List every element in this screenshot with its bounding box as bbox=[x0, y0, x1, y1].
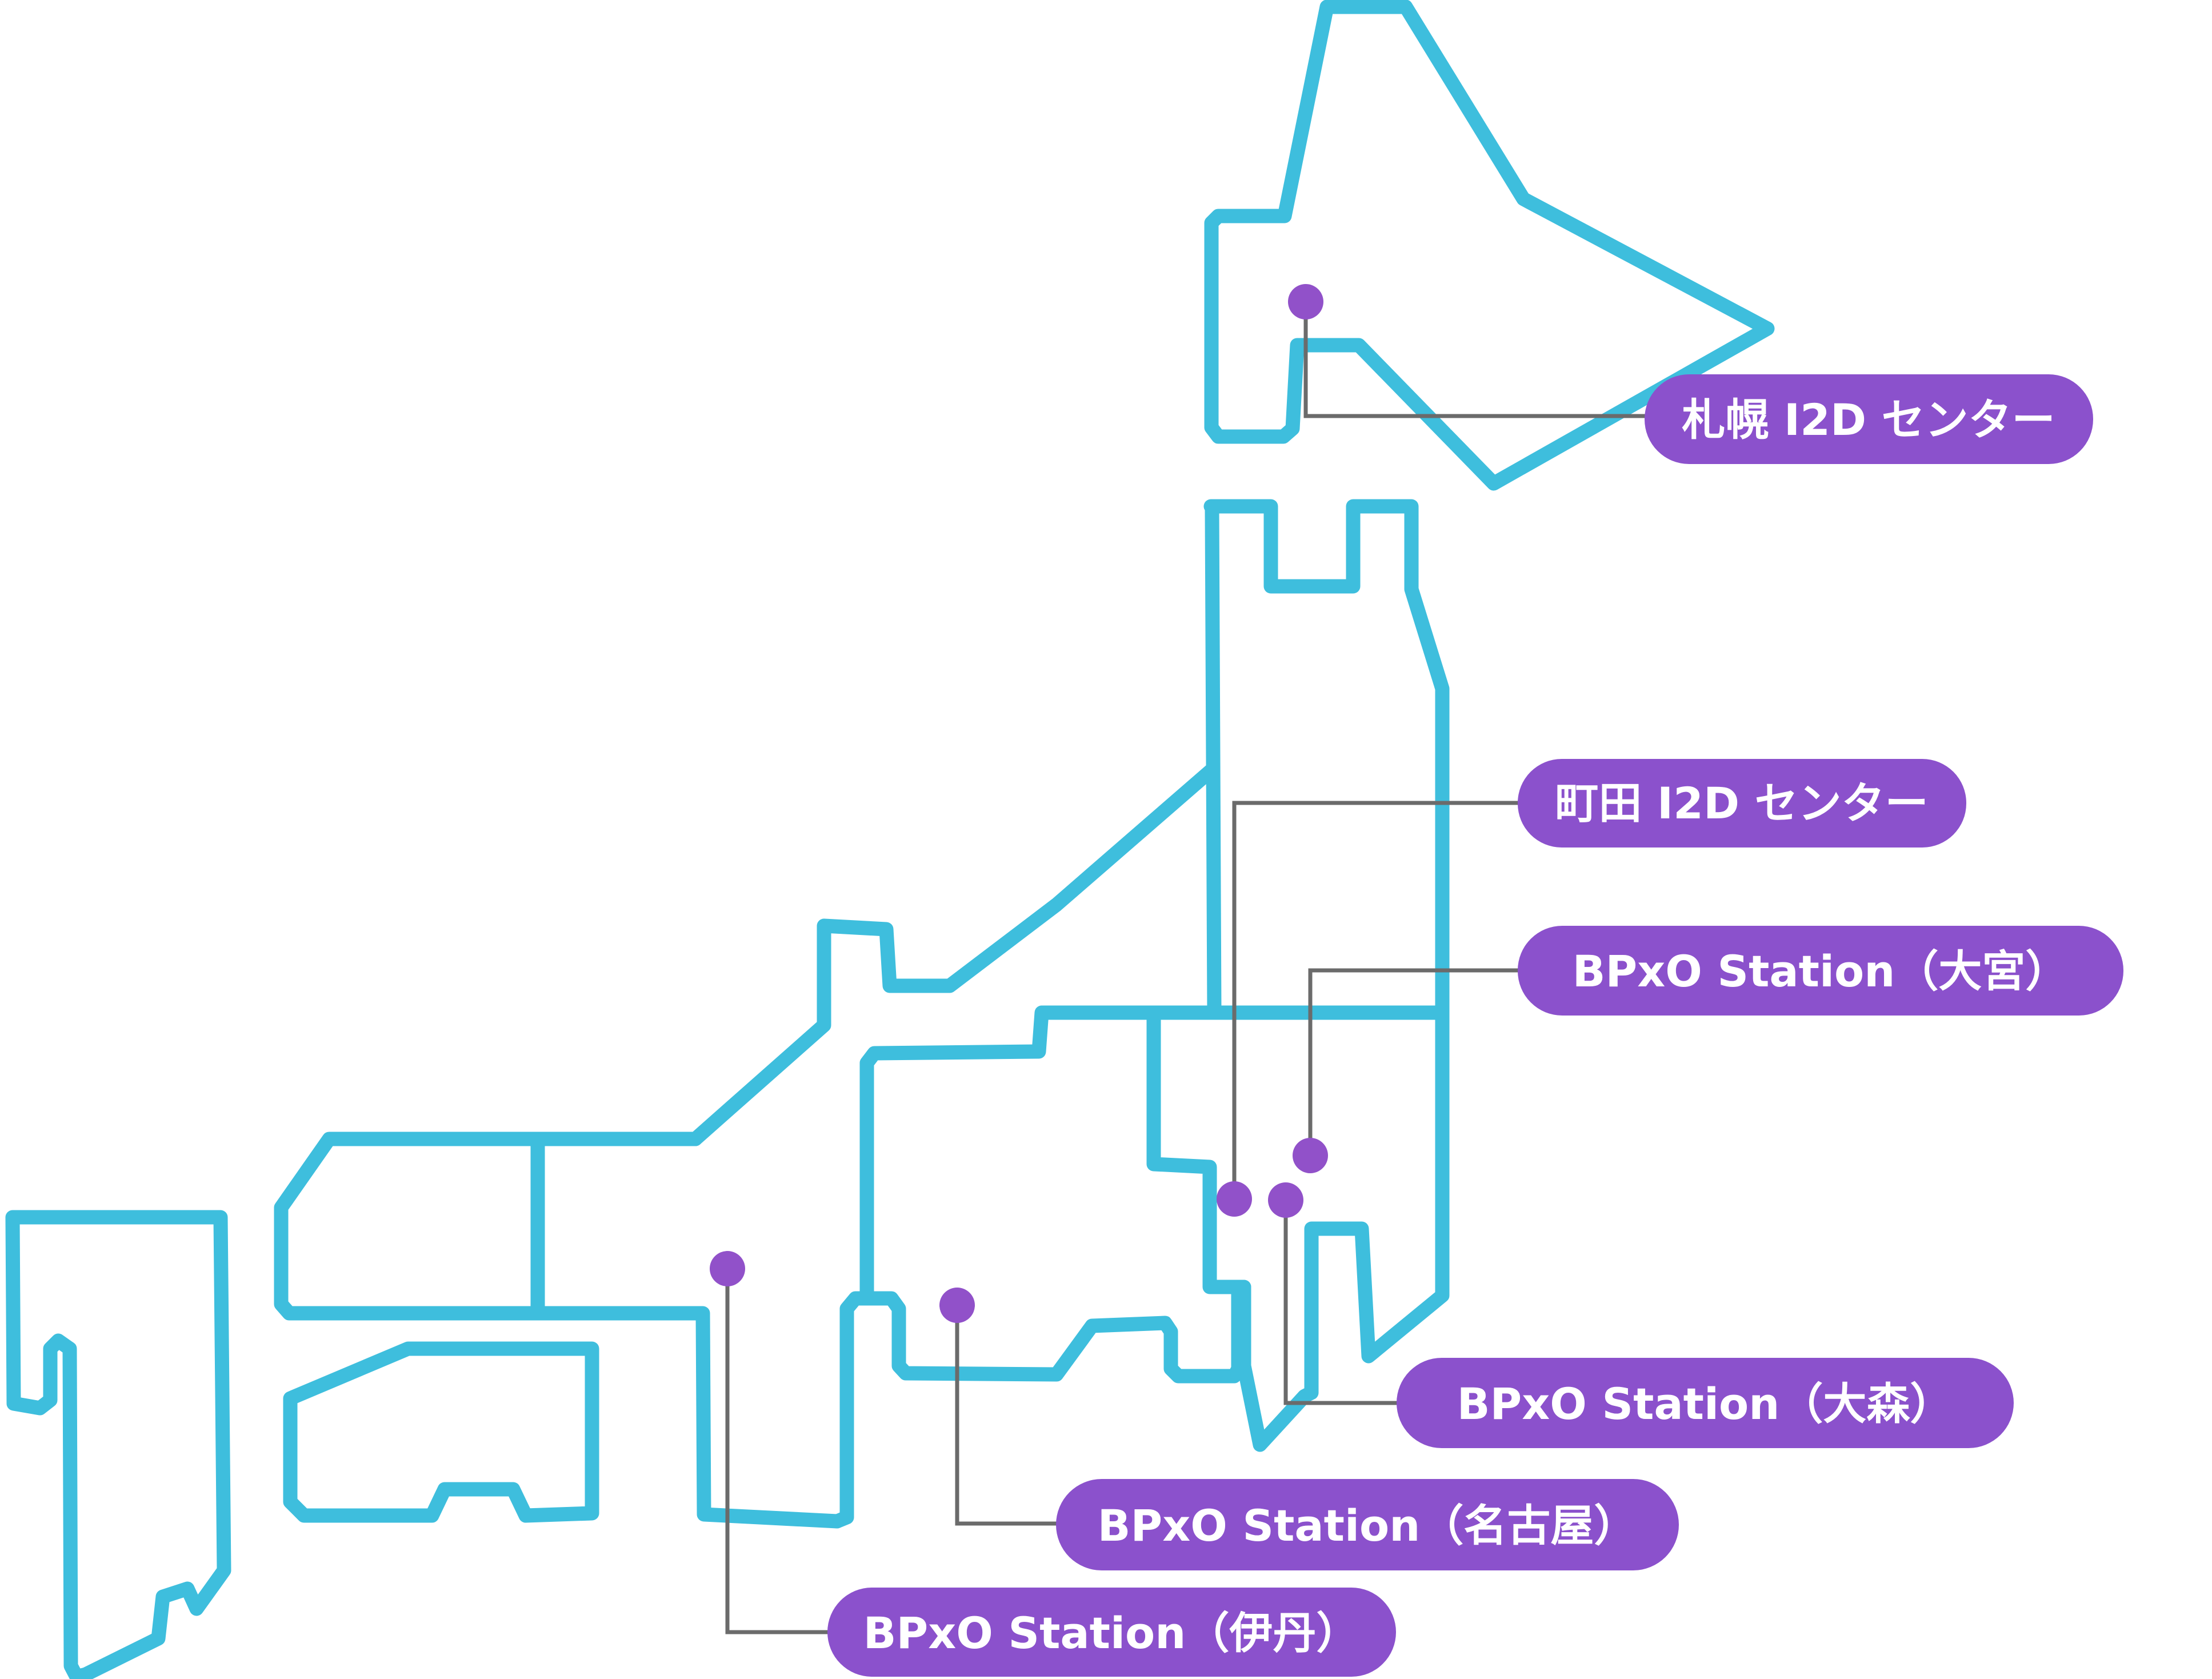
tohoku-kanto-coast bbox=[1146, 499, 1450, 1452]
connector-omori bbox=[1283, 1201, 1398, 1405]
kansai-chubu-border bbox=[859, 1005, 1049, 1302]
tohoku-west-border bbox=[1205, 501, 1222, 1019]
marker-machida bbox=[1217, 1181, 1252, 1217]
connector-nagoya bbox=[955, 1306, 1057, 1526]
pill-omori-bg bbox=[1397, 1358, 2014, 1448]
pill-omiya: BPxO Station（大宮） bbox=[1518, 926, 2123, 1016]
location-markers bbox=[710, 284, 1328, 1323]
pill-omori: BPxO Station（大森） bbox=[1397, 1358, 2014, 1448]
kyushu-outline bbox=[5, 1210, 231, 1679]
pill-nagoya: BPxO Station（名古屋） bbox=[1056, 1479, 1679, 1570]
pill-machida-label: 町田 I2D センター bbox=[1555, 778, 1928, 829]
tokai-coast bbox=[830, 1280, 1251, 1529]
hokkaido-outline bbox=[1204, 0, 1775, 491]
pill-nagoya-bg bbox=[1056, 1479, 1679, 1570]
marker-omiya bbox=[1293, 1138, 1328, 1173]
connector-lines bbox=[725, 311, 1646, 1634]
pill-sapporo-label: 札幌 I2D センター bbox=[1682, 394, 2055, 445]
chugoku-outline bbox=[274, 1132, 845, 1529]
pill-sapporo-bg bbox=[1645, 374, 2093, 464]
pill-itami-bg bbox=[827, 1588, 1396, 1677]
pill-itami-label: BPxO Station（伊丹） bbox=[863, 1608, 1360, 1658]
pill-omiya-bg bbox=[1518, 926, 2123, 1016]
japan-map-outline bbox=[5, 0, 1775, 1679]
marker-sapporo bbox=[1288, 284, 1323, 319]
pill-itami: BPxO Station（伊丹） bbox=[827, 1588, 1396, 1677]
noto-coast bbox=[688, 761, 1221, 1146]
pill-omiya-label: BPxO Station（大宮） bbox=[1573, 946, 2069, 997]
pill-sapporo: 札幌 I2D センター bbox=[1645, 374, 2093, 464]
pill-labels: 札幌 I2D センター 町田 I2D センター BPxO Station（大宮）… bbox=[827, 374, 2123, 1677]
marker-nagoya bbox=[939, 1288, 975, 1323]
connector-itami bbox=[725, 1270, 829, 1634]
shikoku-outline bbox=[283, 1341, 599, 1523]
pill-nagoya-label: BPxO Station（名古屋） bbox=[1098, 1500, 1638, 1551]
connector-sapporo bbox=[1303, 311, 1646, 418]
connector-omiya bbox=[1308, 968, 1519, 1154]
pill-omori-label: BPxO Station（大森） bbox=[1457, 1378, 1954, 1429]
marker-omori bbox=[1268, 1182, 1303, 1218]
connector-machida bbox=[1232, 801, 1519, 1198]
pill-machida: 町田 I2D センター bbox=[1518, 759, 1966, 848]
marker-itami bbox=[710, 1251, 745, 1286]
pill-machida-bg bbox=[1518, 759, 1966, 848]
